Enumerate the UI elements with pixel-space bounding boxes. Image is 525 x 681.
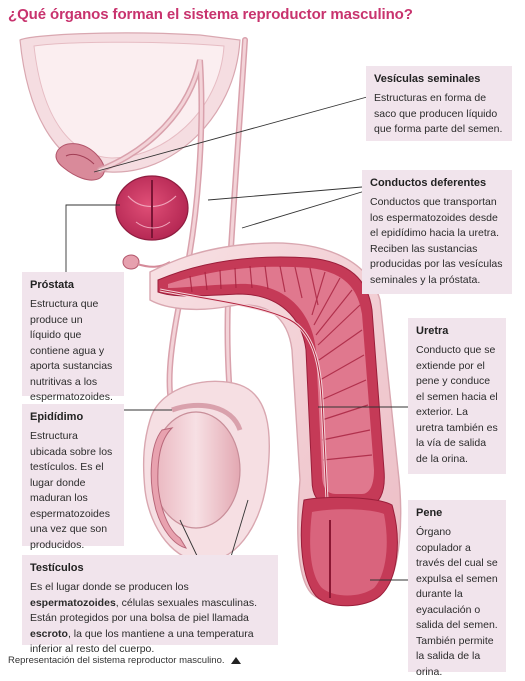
label-uretra: Uretra Conducto que se extiende por el p… bbox=[408, 318, 506, 474]
figure-caption: Representación del sistema reproductor m… bbox=[8, 655, 241, 666]
label-prostata: Próstata Estructura que produce un líqui… bbox=[22, 272, 124, 403]
prostate bbox=[115, 175, 189, 241]
label-pene: Pene Órgano copulador a través del cual … bbox=[408, 500, 506, 678]
epididymis bbox=[150, 427, 188, 549]
label-vesiculas-seminales: Vesículas seminales Estructuras en forma… bbox=[366, 66, 512, 141]
bold-term: escroto bbox=[30, 627, 68, 640]
triangle-icon bbox=[230, 656, 241, 664]
label-text: Estructura que produce un líquido que co… bbox=[30, 298, 113, 403]
scrotum bbox=[142, 380, 270, 563]
bold-term: espermatozoides bbox=[30, 596, 116, 609]
label-heading: Vesículas seminales bbox=[374, 73, 481, 85]
label-heading: Próstata bbox=[30, 279, 75, 291]
label-heading: Pene bbox=[416, 507, 443, 519]
label-conductos-deferentes: Conductos deferentes Conductos que trans… bbox=[362, 170, 512, 294]
label-text: Órgano copulador a través del cual se ex… bbox=[416, 526, 498, 678]
label-text: Conducto que se extiende por el pene y c… bbox=[416, 344, 498, 465]
label-heading: Testículos bbox=[30, 562, 84, 574]
seminal-vesicle bbox=[55, 143, 105, 181]
label-heading: Epidídimo bbox=[30, 411, 84, 423]
label-text: Conductos que transportan los espermatoz… bbox=[370, 196, 503, 286]
leader-lines bbox=[65, 96, 410, 581]
epididymis-head bbox=[171, 402, 243, 431]
label-heading: Conductos deferentes bbox=[370, 177, 487, 189]
label-testiculos: Testículos Es el lugar donde se producen… bbox=[22, 555, 278, 655]
penis bbox=[149, 242, 402, 607]
label-epididimo: Epidídimo Estructura ubicada sobre los t… bbox=[22, 404, 124, 551]
caption-text: Representación del sistema reproductor m… bbox=[8, 655, 225, 666]
page-title: ¿Qué órganos forman el sistema reproduct… bbox=[8, 6, 413, 23]
bulbourethral-gland bbox=[122, 254, 140, 270]
label-heading: Uretra bbox=[416, 325, 449, 337]
label-text: Es el lugar donde se producen los esperm… bbox=[30, 581, 258, 655]
bladder bbox=[19, 32, 241, 173]
label-text: Estructura ubicada sobre los testículos.… bbox=[30, 430, 113, 551]
label-text: Estructuras en forma de saco que produce… bbox=[374, 92, 503, 135]
